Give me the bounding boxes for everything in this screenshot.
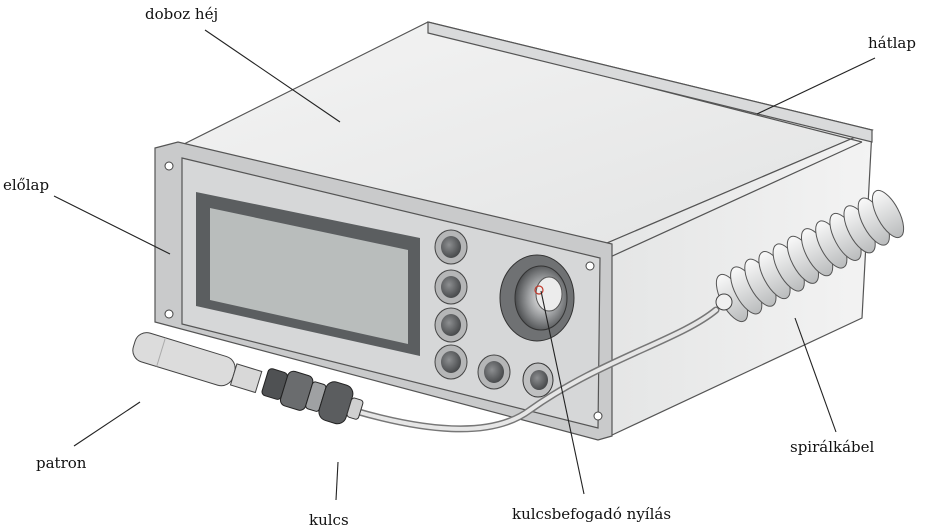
- leader-cartridge: [73, 401, 141, 447]
- cartridge: [132, 332, 263, 394]
- screw-bottom-right: [593, 411, 603, 421]
- cartridge-assembly: [132, 332, 366, 429]
- screw-bottom-left: [164, 309, 174, 319]
- screw-top-right: [585, 261, 595, 271]
- button-1-cap: [441, 236, 461, 258]
- label-key-slot: kulcsbefogadó nyílás: [512, 505, 671, 523]
- leader-box-shell: [204, 29, 341, 123]
- labels: doboz héj hátlap előlap patron kulcs kul…: [3, 5, 916, 529]
- label-front-panel: előlap: [3, 176, 49, 194]
- label-key: kulcs: [309, 511, 349, 529]
- leader-key-slot: [540, 290, 585, 495]
- button-column: [434, 229, 511, 390]
- label-cartridge: patron: [36, 454, 87, 472]
- label-back-panel: hátlap: [868, 34, 916, 52]
- coiled-cable: [715, 189, 905, 323]
- coil-loop: [871, 189, 905, 239]
- button-5-cap: [484, 361, 504, 383]
- coil-end: [715, 293, 733, 311]
- leader-coiled-cable: [794, 317, 837, 433]
- button-2-cap: [441, 276, 461, 298]
- label-box-shell: doboz héj: [145, 5, 218, 23]
- button-3-cap: [441, 314, 461, 336]
- key-slot[interactable]: [499, 254, 575, 342]
- leader-lines: [53, 29, 876, 501]
- screw-top-left: [164, 161, 174, 171]
- front-panel: [154, 141, 613, 441]
- small-socket: [522, 362, 554, 398]
- leader-key: [335, 461, 339, 501]
- label-coiled-cable: spirálkábel: [790, 438, 875, 456]
- leader-back-panel: [756, 57, 876, 115]
- display-screen: [210, 208, 408, 344]
- button-4-cap: [441, 351, 461, 373]
- leader-front-panel: [53, 195, 171, 255]
- key[interactable]: [259, 362, 366, 429]
